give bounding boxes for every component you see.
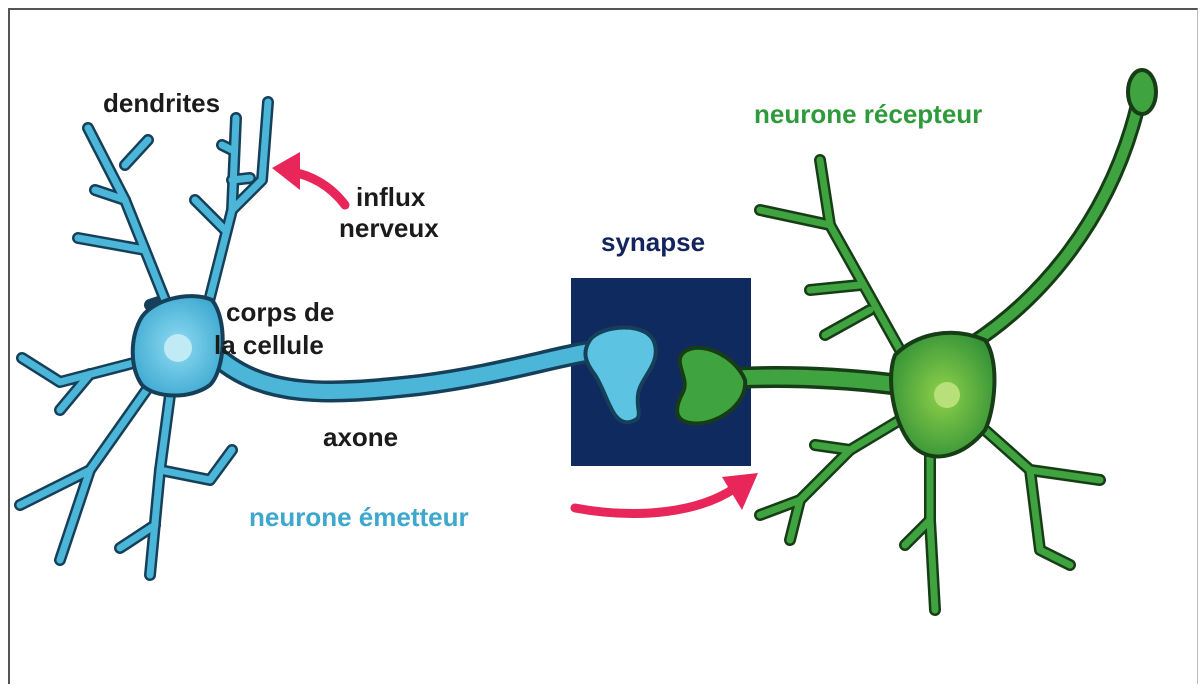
- label-neurone-recepteur: neurone récepteur: [754, 99, 982, 129]
- receiver-nucleus: [934, 382, 960, 408]
- emitter-nucleus: [164, 334, 192, 362]
- label-corps-line2: la cellule: [214, 330, 324, 360]
- nerve-impulse-arrow: [272, 152, 345, 205]
- label-neurone-emetteur: neurone émetteur: [249, 502, 469, 532]
- label-influx-line2: nerveux: [339, 213, 439, 243]
- label-corps-line1: corps de: [226, 297, 334, 327]
- label-dendrites: dendrites: [103, 88, 220, 118]
- label-synapse: synapse: [601, 227, 705, 257]
- transmission-arrow: [575, 473, 758, 514]
- label-axone: axone: [323, 422, 398, 452]
- label-influx-line1: influx: [356, 182, 425, 212]
